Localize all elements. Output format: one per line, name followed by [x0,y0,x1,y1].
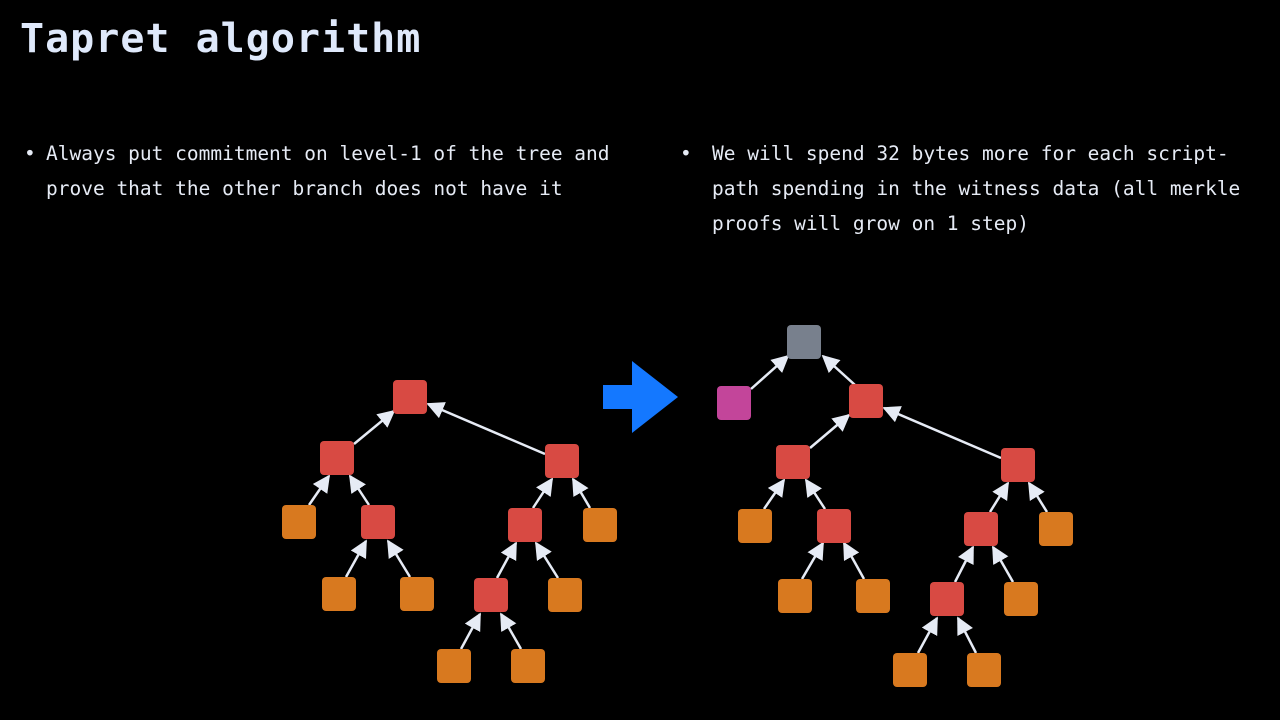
leaf-node [511,649,545,683]
edge [344,539,368,578]
edge [534,541,560,579]
edge [307,474,331,506]
leaf-node [437,649,471,683]
left-bullet-list: Always put commitment on level-1 of the … [24,136,646,206]
edge [1027,481,1049,513]
edge [495,541,518,579]
commitment-node [717,386,751,420]
tree-after-edges [750,354,1049,654]
edge [988,481,1010,513]
right-arrow-icon [603,361,678,433]
edge [991,545,1015,583]
tree-before-edges [307,402,592,650]
branch-node [508,508,542,542]
tree-after [717,325,1073,687]
leaf-node [856,579,890,613]
edge [821,354,856,386]
leaf-node [893,653,927,687]
leaf-node [738,509,772,543]
edge [882,406,1002,460]
leaf-node [967,653,1001,687]
edge [762,478,786,510]
left-bullet-item: Always put commitment on level-1 of the … [24,136,646,206]
right-bullet-item: We will spend 32 bytes more for each scr… [680,136,1272,241]
edge [956,616,978,654]
leaf-node [778,579,812,613]
right-bullet-list: We will spend 32 bytes more for each scr… [680,136,1272,241]
edge [750,354,790,390]
leaf-node [400,577,434,611]
edge [800,541,825,580]
root-node [787,325,821,359]
leaf-node [282,505,316,539]
edge [804,478,827,510]
edge [571,477,592,509]
branch-node [930,582,964,616]
branch-node [817,509,851,543]
leaf-node [548,578,582,612]
tree-before-nodes [282,380,617,683]
leaf-node [583,508,617,542]
branch-node [545,444,579,478]
branch-node [474,578,508,612]
edge [953,545,975,583]
branch-node [1001,448,1035,482]
tree-before [282,380,617,683]
branch-node [776,445,810,479]
leaf-node [322,577,356,611]
leaf-node [1039,512,1073,546]
branch-node [849,384,883,418]
leaf-node [1004,582,1038,616]
edge [916,616,939,654]
branch-node [361,505,395,539]
edge [842,541,866,580]
edge [348,474,371,506]
slide-title: Tapret algorithm [20,16,422,62]
edge [499,612,523,650]
branch-node [320,441,354,475]
edge [353,409,396,445]
tree-after-nodes [717,325,1073,687]
edge [426,402,546,456]
edge [531,477,554,509]
edge [809,413,851,449]
branch-node [964,512,998,546]
edge [459,612,482,650]
branch-node [393,380,427,414]
edge [386,539,412,578]
